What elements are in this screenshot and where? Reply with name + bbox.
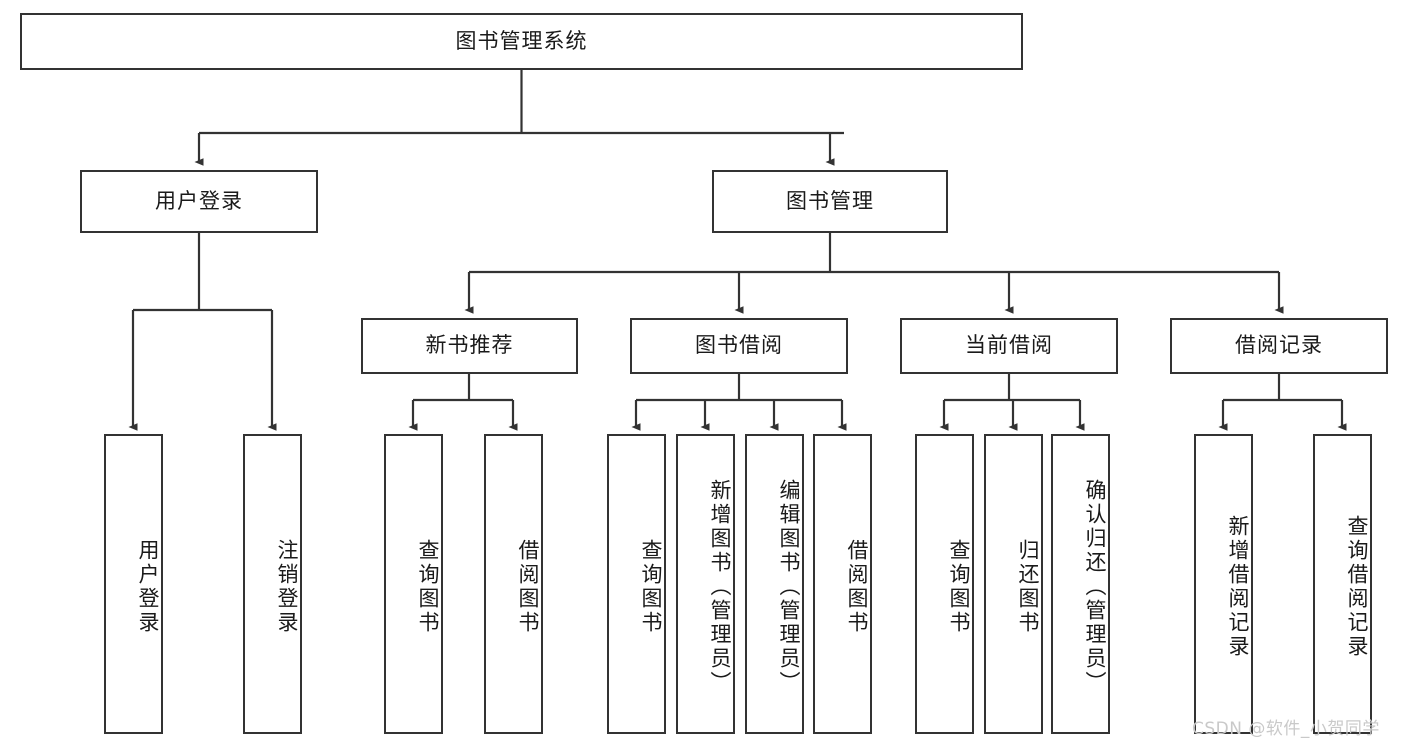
leaf-query-book-1-label: 查询图书 xyxy=(416,539,440,635)
node-book-borrow-label: 图书借阅 xyxy=(695,333,783,358)
node-borrow-record-label: 借阅记录 xyxy=(1235,333,1323,358)
node-book-manage[interactable]: 图书管理 xyxy=(712,170,948,233)
leaf-borrow-book-2-label: 借阅图书 xyxy=(845,539,869,635)
leaf-borrow-book-1-label: 借阅图书 xyxy=(516,539,540,635)
node-root[interactable]: 图书管理系统 xyxy=(20,13,1023,70)
node-new-book-recommend-label: 新书推荐 xyxy=(425,333,514,358)
node-new-book-recommend[interactable]: 新书推荐 xyxy=(361,318,578,374)
node-current-borrow-label: 当前借阅 xyxy=(965,333,1053,358)
leaf-user-login-label: 用户登录 xyxy=(136,539,160,635)
leaf-edit-book-label: 编辑图书（管理员） xyxy=(777,479,801,695)
node-book-borrow[interactable]: 图书借阅 xyxy=(630,318,848,374)
leaf-query-book-1[interactable]: 查询图书 xyxy=(384,434,443,734)
leaf-add-book[interactable]: 新增图书（管理员） xyxy=(676,434,735,734)
leaf-return-book-label: 归还图书 xyxy=(1016,539,1040,635)
leaf-query-book-2-label: 查询图书 xyxy=(639,539,663,635)
leaf-return-book[interactable]: 归还图书 xyxy=(984,434,1043,734)
node-user-login-label: 用户登录 xyxy=(155,188,243,213)
node-borrow-record[interactable]: 借阅记录 xyxy=(1170,318,1388,374)
leaf-query-book-3-label: 查询图书 xyxy=(947,539,971,635)
leaf-add-book-label: 新增图书（管理员） xyxy=(708,479,732,695)
node-current-borrow[interactable]: 当前借阅 xyxy=(900,318,1118,374)
node-book-manage-label: 图书管理 xyxy=(786,188,874,213)
leaf-logout-login-label: 注销登录 xyxy=(275,539,299,635)
leaf-user-login[interactable]: 用户登录 xyxy=(104,434,163,734)
leaf-add-record[interactable]: 新增借阅记录 xyxy=(1194,434,1253,734)
leaf-borrow-book-2[interactable]: 借阅图书 xyxy=(813,434,872,734)
leaf-query-record[interactable]: 查询借阅记录 xyxy=(1313,434,1372,734)
leaf-borrow-book-1[interactable]: 借阅图书 xyxy=(484,434,543,734)
node-root-label: 图书管理系统 xyxy=(455,28,588,53)
watermark: CSDN @软件_小贺同学 xyxy=(1192,719,1380,739)
node-user-login[interactable]: 用户登录 xyxy=(80,170,318,233)
leaf-logout-login[interactable]: 注销登录 xyxy=(243,434,302,734)
leaf-query-book-3[interactable]: 查询图书 xyxy=(915,434,974,734)
leaf-query-record-label: 查询借阅记录 xyxy=(1345,515,1369,659)
leaf-confirm-return[interactable]: 确认归还（管理员） xyxy=(1051,434,1110,734)
leaf-confirm-return-label: 确认归还（管理员） xyxy=(1083,479,1107,695)
leaf-edit-book[interactable]: 编辑图书（管理员） xyxy=(745,434,804,734)
leaf-add-record-label: 新增借阅记录 xyxy=(1226,515,1250,659)
leaf-query-book-2[interactable]: 查询图书 xyxy=(607,434,666,734)
